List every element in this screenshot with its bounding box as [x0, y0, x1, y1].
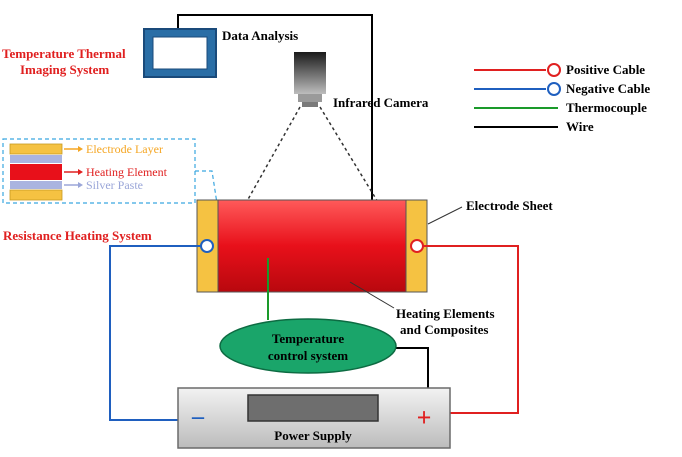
legend-wire-label: Wire [566, 119, 594, 134]
heating-elements-pointer [349, 281, 395, 309]
heating-elements-label-line1: Heating Elements [396, 306, 495, 321]
thermal-imaging-label-line1: Temperature Thermal [2, 46, 126, 61]
heating-element-arrow [64, 169, 83, 175]
legend-thermocouple-label: Thermocouple [566, 100, 647, 115]
power-supply-label: Power Supply [274, 428, 352, 443]
layer-stack-icon [9, 143, 63, 201]
temperature-control-label-line2: control system [268, 348, 348, 363]
legend: Positive Cable Negative Cable Thermocoup… [474, 62, 650, 134]
negative-terminal [200, 239, 214, 253]
heating-element-body [218, 200, 406, 292]
monitor-icon [143, 28, 217, 78]
infrared-camera-icon [294, 52, 326, 107]
legend-positive-cable: Positive Cable [474, 62, 645, 77]
positive-terminal [410, 239, 424, 253]
heating-elements-label-line2: and Composites [400, 322, 489, 337]
infrared-camera-label: Infrared Camera [333, 95, 429, 110]
electrode-sheet-label: Electrode Sheet [466, 198, 553, 213]
negative-cable [109, 245, 207, 421]
control-wire [392, 347, 429, 388]
temperature-control-system [219, 318, 397, 374]
silver-paste-label: Silver Paste [86, 178, 143, 192]
electrode-sheet-pointer [427, 206, 463, 225]
resistance-heating-label: Resistance Heating System [3, 228, 152, 243]
legend-positive-label: Positive Cable [566, 62, 645, 77]
electrode-layer-label: Electrode Layer [86, 142, 163, 156]
legend-thermocouple: Thermocouple [474, 100, 647, 115]
inset-connector [195, 170, 219, 211]
electrode-layer-arrow [64, 146, 83, 152]
legend-wire: Wire [474, 119, 594, 134]
temperature-control-label-line1: Temperature [272, 331, 344, 346]
legend-negative-label: Negative Cable [566, 81, 650, 96]
minus-sign: – [191, 404, 205, 430]
legend-negative-cable: Negative Cable [474, 81, 650, 96]
plus-sign: + [417, 403, 432, 432]
power-supply-display [247, 394, 379, 422]
heating-element-label: Heating Element [86, 165, 168, 179]
thermal-imaging-label-line2: Imaging System [20, 62, 109, 77]
positive-cable [417, 245, 519, 414]
silver-paste-arrow [64, 182, 83, 188]
data-analysis-label: Data Analysis [222, 28, 298, 43]
